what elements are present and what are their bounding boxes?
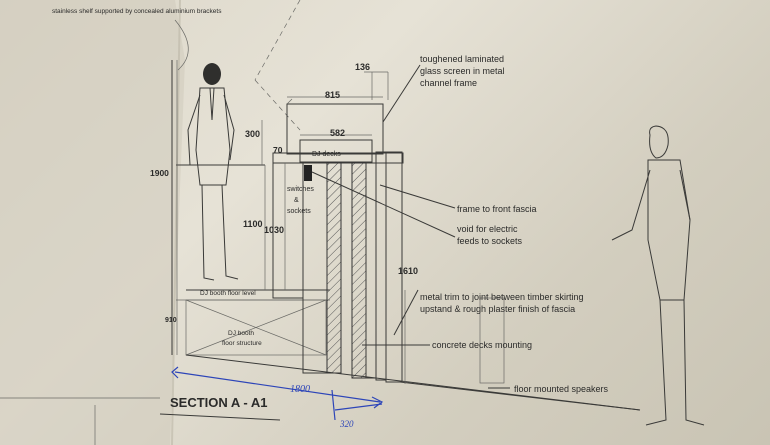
switch-socket — [304, 165, 312, 181]
hand-dim-1800: 1800 — [290, 384, 310, 395]
void-column — [365, 162, 377, 379]
dim-815: 815 — [325, 90, 340, 100]
leader-trim — [393, 289, 419, 336]
customer-figure — [611, 125, 705, 426]
leader-void — [311, 171, 456, 238]
floor-line-bold — [399, 381, 641, 411]
dim-910: 910 — [165, 317, 177, 324]
sight-line-2 — [254, 79, 301, 131]
paper-crease — [174, 19, 189, 71]
label-switches: switches & sockets — [287, 186, 316, 215]
hand-arrow-right — [371, 396, 384, 409]
dim-1610: 1610 — [398, 266, 418, 276]
hand-dim-1800-line — [174, 371, 381, 403]
label-metal-trim: metal trim to joint between timber skirt… — [420, 292, 586, 314]
glass-screen-edge — [286, 98, 293, 105]
paper-shadow — [0, 0, 185, 445]
front-fascia — [385, 151, 403, 383]
concrete-mount-1 — [326, 162, 342, 374]
label-booth-floor: DJ booth floor level — [200, 290, 256, 297]
deck-box — [299, 139, 373, 163]
counter-inner — [302, 162, 328, 374]
label-booth-structure: DJ booth floor structure — [222, 330, 262, 347]
hand-dim-320: 320 — [339, 419, 354, 429]
floor-speaker — [479, 297, 505, 384]
title-underline — [159, 413, 281, 421]
top-note: stainless shelf supported by concealed a… — [52, 8, 222, 15]
dim-582: 582 — [330, 128, 345, 138]
sight-line — [254, 0, 301, 81]
leader-fascia — [379, 184, 456, 209]
dim-1900: 1900 — [150, 168, 169, 178]
hand-tick-320 — [331, 389, 336, 421]
label-frame-fascia: frame to front fascia — [457, 204, 537, 214]
glass-screen — [286, 103, 384, 155]
dim-1030: 1030 — [264, 225, 284, 235]
dim-300: 300 — [245, 129, 260, 139]
dim-1100: 1100 — [243, 219, 263, 229]
hand-arrow-left — [171, 366, 179, 379]
hand-dim-320-line — [334, 403, 383, 411]
dim-70: 70 — [273, 145, 283, 155]
dim-136: 136 — [355, 62, 370, 72]
label-floor-speakers: floor mounted speakers — [514, 384, 609, 394]
label-glass-screen: toughened laminated glass screen in meta… — [420, 54, 507, 88]
leader-glass — [382, 64, 421, 123]
label-dj-decks: DJ decks — [312, 151, 341, 158]
booth-floor-structure — [185, 299, 327, 356]
dj-figure — [187, 63, 239, 281]
label-concrete: concrete decks mounting — [432, 340, 532, 350]
label-void: void for electric feeds to sockets — [457, 224, 523, 246]
section-title: SECTION A - A1 — [170, 395, 268, 410]
